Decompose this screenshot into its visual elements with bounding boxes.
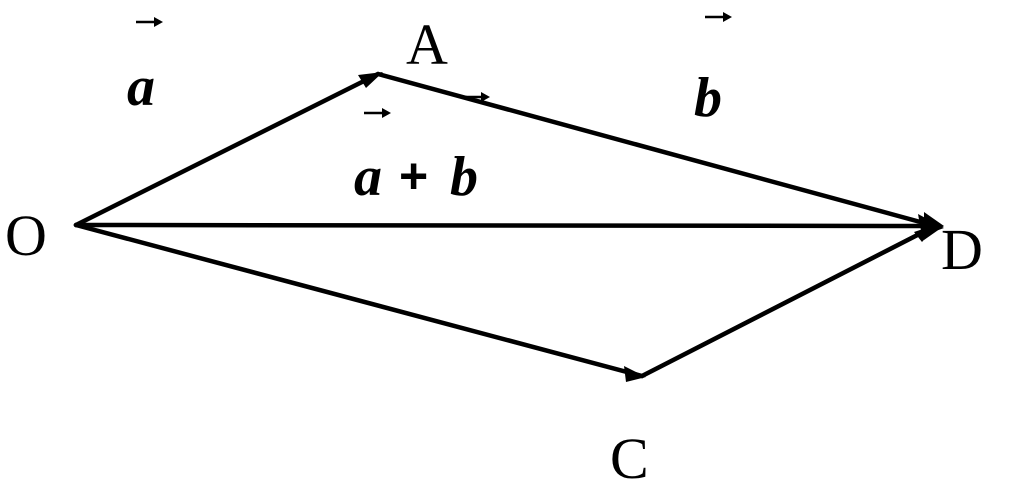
vector-arrow-icon-a (136, 17, 163, 27)
arrowhead-CD (914, 224, 938, 242)
vector-arrow-icon-b (705, 12, 732, 22)
point-label-A: A (406, 12, 448, 77)
arrowhead-OA (358, 72, 383, 88)
sum-label-a: a (354, 146, 382, 208)
vector-label-b: b (694, 67, 722, 129)
vector-label-a: a (127, 56, 155, 118)
point-label-O: O (5, 203, 47, 268)
segment-CD (639, 223, 938, 379)
segment-OD (73, 222, 938, 229)
point-label-D: D (941, 217, 983, 282)
sum-label-b: b (450, 146, 478, 208)
vector-arrow-icon-sum-a (364, 108, 391, 118)
sum-label-plus: + (399, 148, 428, 204)
vector-arrow-icon-sum-b (460, 92, 490, 102)
segment-AD (375, 71, 938, 229)
segment-OC (73, 222, 645, 379)
arrowhead-OC (624, 366, 646, 382)
point-label-C: C (610, 426, 649, 491)
segment-OA (73, 71, 381, 228)
